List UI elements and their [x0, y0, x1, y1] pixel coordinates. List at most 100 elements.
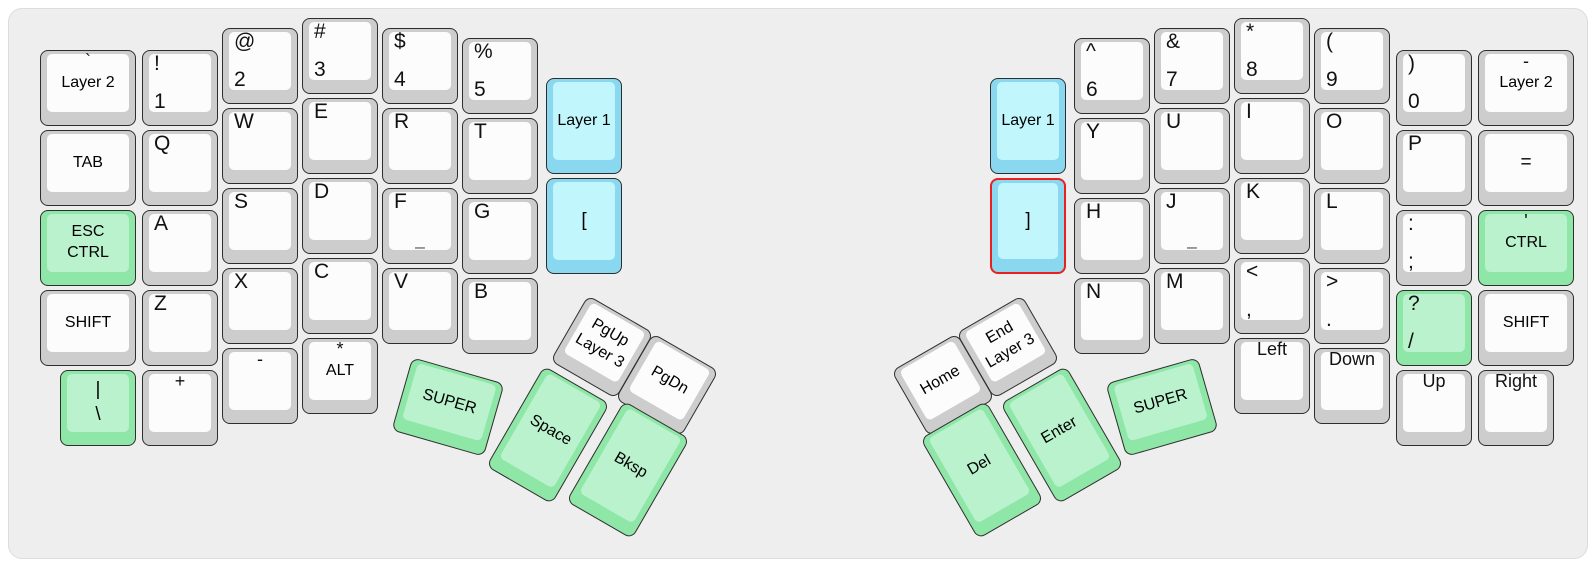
keycap-p: P	[1403, 132, 1465, 192]
key-grave-layer2-left[interactable]: `Layer 2	[40, 50, 136, 126]
key-label-top-question-slash: ?	[1408, 292, 1420, 315]
key-label-dash-layer2-right: Layer 2	[1499, 73, 1553, 91]
key-right-bracket[interactable]: ]	[990, 178, 1066, 274]
key-label-pgdn: PgDn	[648, 362, 692, 398]
key-arrow-up[interactable]: Up	[1396, 370, 1472, 446]
key-label-topcenter-star-alt: *	[336, 339, 344, 359]
homing-bar-f: _	[415, 230, 425, 249]
key-e[interactable]: E	[302, 98, 378, 174]
keycap-o: O	[1321, 110, 1383, 170]
key-label-top-rparen-0: )	[1408, 52, 1415, 75]
key-dash-layer2-right[interactable]: -Layer 2	[1478, 50, 1574, 126]
key-p[interactable]: P	[1396, 130, 1472, 206]
key-g[interactable]: G	[462, 198, 538, 274]
key-asterisk-8[interactable]: *8	[1234, 18, 1310, 94]
key-dollar-4[interactable]: $4	[382, 28, 458, 104]
key-t[interactable]: T	[462, 118, 538, 194]
key-colon-semicolon[interactable]: :;	[1396, 210, 1472, 286]
key-label-top-w: W	[234, 110, 254, 133]
keycap-rparen-0: )0	[1403, 52, 1465, 113]
key-label-bottom-percent-5: 5	[474, 78, 486, 101]
keycap-k: K	[1241, 180, 1303, 240]
key-label-top-v: V	[394, 270, 409, 293]
keycap-colon-semicolon: :;	[1403, 212, 1465, 273]
keycap-pgdn: PgDn	[628, 340, 711, 422]
keycap-amp-7: &7	[1161, 30, 1223, 91]
key-super-right[interactable]: SUPER	[1105, 357, 1219, 457]
key-plus[interactable]: +	[142, 370, 218, 446]
key-label-bottom-exclam-1: 1	[154, 90, 166, 113]
key-super-left[interactable]: SUPER	[391, 357, 505, 457]
key-shift-left[interactable]: SHIFT	[40, 290, 136, 366]
key-h[interactable]: H	[1074, 198, 1150, 274]
key-layer1-right[interactable]: Layer 1	[990, 78, 1066, 174]
keycap-l: L	[1321, 190, 1383, 250]
key-gt-period[interactable]: >.	[1314, 268, 1390, 344]
key-tab[interactable]: TAB	[40, 130, 136, 206]
key-d[interactable]: D	[302, 178, 378, 254]
key-b[interactable]: B	[462, 278, 538, 354]
keycap-dash-layer2-right: -Layer 2	[1485, 51, 1567, 112]
key-lt-comma[interactable]: <,	[1234, 258, 1310, 334]
key-z[interactable]: Z	[142, 290, 218, 366]
key-star-alt[interactable]: *ALT	[302, 338, 378, 414]
key-arrow-right[interactable]: Right	[1478, 370, 1554, 446]
key-shift-right[interactable]: SHIFT	[1478, 290, 1574, 366]
key-a[interactable]: A	[142, 210, 218, 286]
keycap-c: C	[309, 260, 371, 320]
key-label-top-d: D	[314, 180, 330, 203]
keycap-t: T	[469, 120, 531, 180]
key-i[interactable]: I	[1234, 98, 1310, 174]
key-o[interactable]: O	[1314, 108, 1390, 184]
key-label-top-caret-6: ^	[1086, 40, 1096, 63]
key-question-slash[interactable]: ?/	[1396, 290, 1472, 366]
key-amp-7[interactable]: &7	[1154, 28, 1230, 104]
key-label-bottom-lt-comma: ,	[1246, 298, 1252, 321]
key-label-top-gt-period: >	[1326, 270, 1339, 293]
key-pipe-backslash[interactable]: |\	[60, 370, 136, 446]
key-c[interactable]: C	[302, 258, 378, 334]
key-label-tab: TAB	[73, 153, 103, 171]
key-equals[interactable]: =	[1478, 130, 1574, 206]
key-label-top-asterisk-8: *	[1246, 20, 1255, 43]
key-label-super-left: SUPER	[420, 385, 479, 418]
keycap-b: B	[469, 280, 531, 340]
key-y[interactable]: Y	[1074, 118, 1150, 194]
key-quote-ctrl[interactable]: 'CTRL	[1478, 210, 1574, 286]
key-layer1-left[interactable]: Layer 1	[546, 78, 622, 174]
key-rparen-0[interactable]: )0	[1396, 50, 1472, 126]
key-l[interactable]: L	[1314, 188, 1390, 264]
key-m[interactable]: M	[1154, 268, 1230, 344]
key-x[interactable]: X	[222, 268, 298, 344]
key-q[interactable]: Q	[142, 130, 218, 206]
keycap-lt-comma: <,	[1241, 260, 1303, 321]
key-label-top-t: T	[474, 120, 487, 143]
key-u[interactable]: U	[1154, 108, 1230, 184]
key-percent-5[interactable]: %5	[462, 38, 538, 114]
key-exclam-1[interactable]: !1	[142, 50, 218, 126]
key-n[interactable]: N	[1074, 278, 1150, 354]
key-s[interactable]: S	[222, 188, 298, 264]
key-f[interactable]: F_	[382, 188, 458, 264]
key-at-2[interactable]: @2	[222, 28, 298, 104]
key-r[interactable]: R	[382, 108, 458, 184]
keycap-y: Y	[1081, 120, 1143, 180]
keycap-m: M	[1161, 270, 1223, 330]
keycap-right-bracket: ]	[998, 183, 1058, 259]
key-w[interactable]: W	[222, 108, 298, 184]
keycap-z: Z	[149, 292, 211, 352]
key-lparen-9[interactable]: (9	[1314, 28, 1390, 104]
key-caret-6[interactable]: ^6	[1074, 38, 1150, 114]
key-v[interactable]: V	[382, 268, 458, 344]
key-arrow-left[interactable]: Left	[1234, 338, 1310, 414]
key-minus[interactable]: -	[222, 348, 298, 424]
key-j[interactable]: J_	[1154, 188, 1230, 264]
key-hash-3[interactable]: #3	[302, 18, 378, 94]
key-left-bracket[interactable]: [	[546, 178, 622, 274]
key-k[interactable]: K	[1234, 178, 1310, 254]
keycap-tab: TAB	[47, 134, 129, 192]
key-arrow-down[interactable]: Down	[1314, 348, 1390, 424]
